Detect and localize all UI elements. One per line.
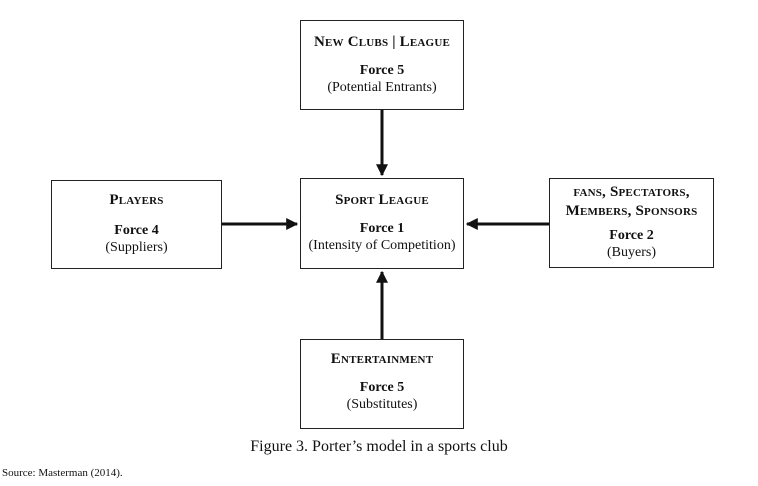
node-title: New Clubs | League [313,34,450,50]
node-force: Force 5 [359,380,405,395]
node-force: Force 4 [114,223,159,238]
node-title: Sport League [335,192,429,208]
node-title: fans, Spectators, Members, Sponsors [565,184,698,219]
node-title: Entertainment [330,351,434,367]
node-role: (Buyers) [607,245,656,260]
node-new-clubs-league: New Clubs | League Force 5 (Potential En… [300,20,464,110]
node-players: Players Force 4 (Suppliers) [51,180,222,269]
node-entertainment: Entertainment Force 5 (Substitutes) [300,339,464,429]
node-role: (Substitutes) [346,397,418,412]
node-sport-league: Sport League Force 1 (Intensity of Compe… [300,178,464,269]
node-force: Force 1 [359,221,405,236]
node-role: (Potential Entrants) [327,80,437,95]
node-force: Force 5 [359,63,405,78]
node-title: Players [109,192,164,208]
node-fans-spectators-members-sponsors: fans, Spectators, Members, Sponsors Forc… [549,178,714,268]
node-force: Force 2 [609,228,654,243]
source-note: Source: Masterman (2014). [2,467,123,479]
node-role: (Intensity of Competition) [308,238,456,253]
node-role: (Suppliers) [105,240,168,255]
figure-caption: Figure 3. Porter’s model in a sports clu… [250,438,508,455]
